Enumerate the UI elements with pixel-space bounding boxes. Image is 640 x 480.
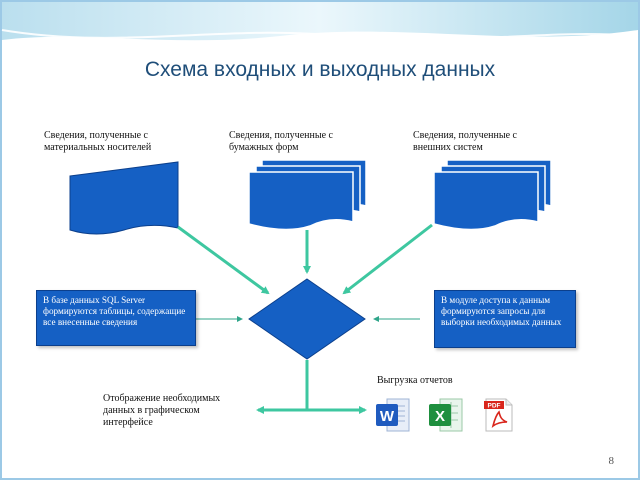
word-letter: W	[380, 408, 395, 425]
pdf-label: PDF	[488, 403, 501, 410]
source-label-paper: Сведения, полученные с бумажных форм	[229, 130, 333, 153]
external-systems-shape	[433, 159, 552, 231]
source-label-external: Сведения, полученные с внешних систем	[413, 130, 517, 153]
slide-title: Схема входных и выходных данных	[144, 58, 496, 81]
processing-diamond	[248, 278, 366, 360]
excel-icon[interactable]: X	[428, 396, 464, 434]
word-icon[interactable]: W	[375, 396, 411, 434]
page-number: 8	[608, 455, 615, 467]
export-caption: Выгрузка отчетов	[377, 375, 453, 386]
arrow-material-to-center	[177, 225, 270, 295]
pdf-icon[interactable]: PDF	[481, 396, 517, 434]
display-caption: Отображение необходимых данных в графиче…	[103, 393, 221, 428]
header-wave	[2, 2, 638, 41]
excel-letter: X	[435, 408, 445, 425]
sql-server-box: В базе данных SQL Server формируются таб…	[36, 290, 196, 346]
arrow-external-to-center	[342, 223, 433, 295]
paper-forms-shape	[248, 159, 367, 231]
material-media-shape	[69, 161, 179, 235]
data-access-box: В модуле доступа к данным формируются за…	[434, 290, 576, 348]
source-label-material: Сведения, полученные с материальных носи…	[44, 130, 152, 153]
